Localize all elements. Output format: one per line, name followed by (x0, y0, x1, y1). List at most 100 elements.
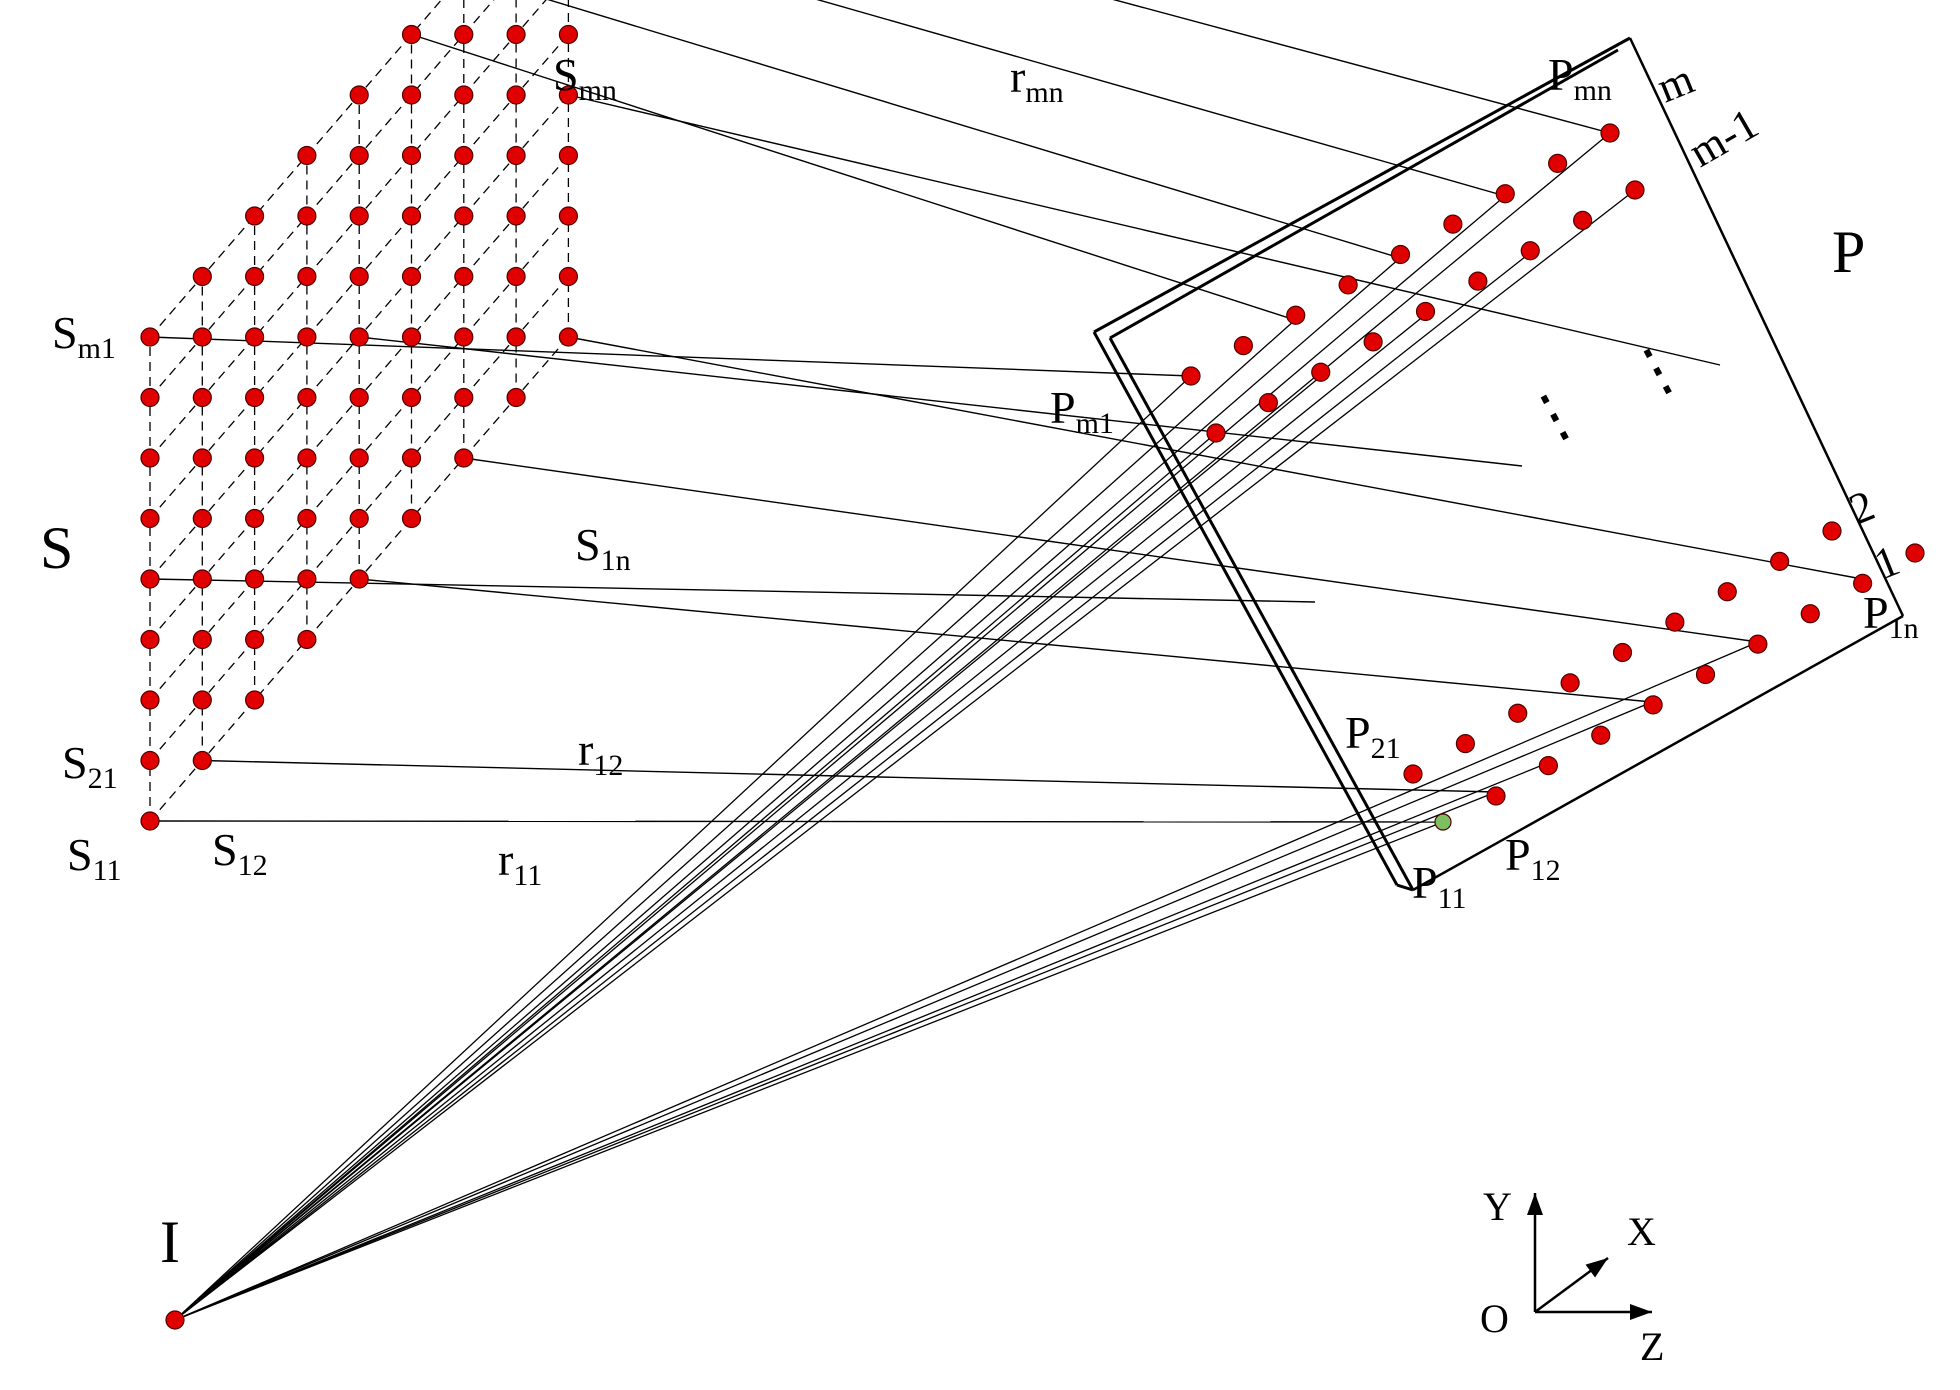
label-p-12: P12 (1505, 829, 1561, 887)
source-point (349, 508, 369, 529)
label-s-mn: Smn (553, 49, 617, 107)
source-point (245, 387, 265, 408)
receiver-point-row-1 (1643, 695, 1663, 715)
source-point (140, 387, 160, 408)
receiver-point-row-m-1 (1258, 393, 1278, 413)
source-point (454, 85, 474, 105)
source-point (454, 266, 474, 287)
source-point (192, 629, 212, 650)
source-point (245, 327, 265, 347)
receiver-point-row-1 (1853, 573, 1873, 593)
source-point (297, 387, 317, 408)
source-point (245, 448, 265, 468)
source-point (245, 266, 265, 287)
label-i-source: I (160, 1209, 180, 1275)
receiver-point-row-1 (1486, 786, 1506, 806)
source-point (192, 569, 212, 589)
propagation-ray-7 (149, 578, 1316, 603)
source-point (506, 266, 526, 287)
plane-left-edge-inner (1108, 337, 1415, 891)
source-point (454, 387, 474, 408)
source-point (245, 206, 265, 226)
receiver-point-row-m-1 (1415, 301, 1436, 322)
source-point (192, 508, 212, 529)
source-point-i (165, 1310, 185, 1330)
source-point (297, 145, 317, 166)
source-point (558, 24, 579, 45)
propagation-ray-10 (359, 578, 1653, 703)
focus-ray-8 (174, 376, 1321, 1321)
propagation-ray-0 (1112, 0, 1611, 134)
receiver-point-row-2 (1612, 642, 1633, 663)
source-point (140, 811, 160, 831)
source-point (297, 569, 317, 589)
axis-label-o: O (1480, 1296, 1509, 1341)
source-point (245, 569, 265, 589)
receiver-point-row-2 (1770, 551, 1790, 571)
source-point (349, 266, 369, 287)
source-point (454, 327, 474, 347)
source-point (454, 145, 474, 166)
receiver-point-row-2 (1665, 612, 1685, 632)
label-r-11: r11 (498, 834, 542, 892)
source-point (297, 327, 317, 347)
source-point (140, 327, 160, 347)
receiver-point-row-2 (1455, 734, 1475, 754)
source-point (297, 629, 317, 650)
focus-ray-9 (174, 432, 1217, 1321)
receiver-point-row-1 (1591, 725, 1611, 745)
label-s-array: S (40, 515, 73, 581)
label-p-11: P11 (1412, 857, 1466, 915)
label-p-m1: Pm1 (1050, 382, 1114, 440)
source-point (192, 266, 212, 287)
source-point (401, 327, 422, 347)
source-point (192, 327, 212, 347)
receiver-point-row-1 (1800, 604, 1820, 624)
receiver-point-row-m-1 (1573, 210, 1593, 230)
label-s-12: S12 (212, 824, 268, 882)
propagation-ray-5 (568, 94, 1721, 366)
focus-ray-11 (174, 791, 1497, 1321)
source-point (245, 690, 265, 710)
source-point (140, 569, 160, 589)
label-p-21: P21 (1345, 707, 1401, 765)
label-p-mn: Pmn (1548, 49, 1612, 107)
focus-ray-4 (174, 375, 1192, 1321)
focus-ray-2 (174, 257, 1401, 1321)
plane-top-edge-inner (1109, 48, 1619, 340)
source-point (401, 206, 422, 226)
source-point (558, 145, 579, 166)
propagation-ray-1 (816, 0, 1506, 197)
receiver-point-row-2 (1508, 703, 1528, 723)
source-point (401, 266, 422, 287)
source-point (297, 266, 317, 287)
source-point (506, 327, 526, 347)
axis-label-z: Z (1640, 1324, 1664, 1369)
source-point (140, 508, 160, 529)
source-point (349, 569, 369, 589)
source-point (401, 448, 422, 468)
label-s-11: S11 (67, 829, 121, 887)
label-s-1n: S1n (575, 519, 631, 577)
focus-ray-12 (174, 761, 1551, 1321)
propagation-ray-3 (411, 33, 1296, 321)
ellipsis-lower: ⋮ (1512, 373, 1596, 459)
label-row-m-1: m-1 (1681, 99, 1767, 177)
focus-ray-3 (174, 319, 1296, 1321)
point-layer (140, 24, 1925, 1330)
label-s-21: S21 (62, 737, 118, 795)
receiver-point-row-m-1 (1311, 362, 1331, 382)
source-point (401, 508, 422, 529)
receiver-point-row-1 (1905, 543, 1925, 563)
focus-ray-14 (174, 641, 1759, 1321)
source-point (192, 690, 212, 710)
source-point (349, 206, 369, 226)
source-point (349, 85, 369, 105)
source-point (349, 327, 369, 347)
source-point (454, 448, 474, 468)
source-point (192, 387, 212, 408)
receiver-point-row-m-1 (1625, 180, 1645, 200)
plane-bottom-corner (1396, 883, 1414, 892)
source-point (349, 387, 369, 408)
